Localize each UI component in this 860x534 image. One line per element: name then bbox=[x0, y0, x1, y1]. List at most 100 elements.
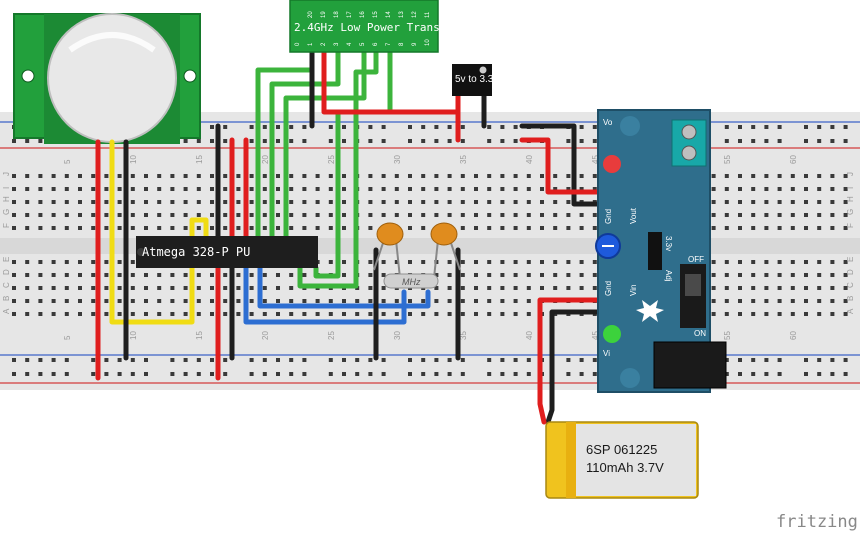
breadboard-hole bbox=[262, 174, 267, 178]
row-letter: C bbox=[846, 282, 855, 288]
breadboard-hole bbox=[51, 200, 56, 204]
breadboard-hole bbox=[711, 187, 716, 191]
breadboard-hole bbox=[289, 213, 294, 217]
capacitor-2 bbox=[430, 222, 458, 246]
breadboard-hole bbox=[210, 213, 214, 217]
breadboard-hole bbox=[711, 200, 716, 204]
label-gnd-bottom: Gnd bbox=[604, 281, 613, 296]
rail-hole bbox=[210, 139, 214, 143]
wire-rf-2 bbox=[269, 41, 341, 243]
breadboard-hole bbox=[764, 213, 769, 217]
rf-pin-label: 6 bbox=[373, 42, 379, 46]
breadboard-hole bbox=[579, 187, 584, 191]
rail-hole bbox=[64, 358, 69, 362]
breadboard-hole bbox=[777, 226, 782, 230]
breadboard-hole bbox=[474, 260, 478, 264]
breadboard-hole bbox=[12, 273, 16, 277]
breadboard-hole bbox=[223, 200, 228, 204]
rail-hole bbox=[777, 125, 782, 129]
breadboard-hole bbox=[540, 200, 544, 204]
breadboard-hole bbox=[130, 299, 135, 303]
pir-dome-highlight bbox=[68, 32, 156, 53]
breadboard-hole bbox=[711, 299, 716, 303]
breadboard-hole bbox=[210, 200, 214, 204]
rf-pin-label: 18 bbox=[334, 11, 340, 18]
breadboard-hole bbox=[738, 187, 742, 191]
rail-hole bbox=[368, 358, 373, 362]
breadboard-hole bbox=[170, 273, 175, 277]
rail-hole bbox=[487, 139, 492, 143]
breadboard-hole bbox=[751, 174, 756, 178]
breadboard-hole bbox=[315, 174, 320, 178]
label-off: OFF bbox=[688, 255, 704, 264]
rail-hole bbox=[579, 139, 584, 143]
breadboard-hole bbox=[540, 273, 544, 277]
rail-hole bbox=[500, 358, 505, 362]
breadboard-hole bbox=[751, 286, 756, 290]
breadboard-hole bbox=[777, 260, 782, 264]
breadboard-hole bbox=[421, 226, 426, 230]
rail-hole bbox=[262, 372, 267, 376]
breadboard-hole bbox=[553, 213, 558, 217]
breadboard-hole bbox=[711, 312, 716, 316]
column-number: 40 bbox=[525, 155, 534, 164]
rf-pin-label: 10 bbox=[425, 39, 431, 46]
breadboard-hole bbox=[711, 273, 716, 277]
rail-hole bbox=[804, 358, 808, 362]
rail-hole bbox=[12, 139, 16, 143]
breadboard-hole bbox=[91, 286, 96, 290]
rail-hole bbox=[302, 139, 307, 143]
rail-hole bbox=[579, 372, 584, 376]
breadboard-hole bbox=[540, 226, 544, 230]
breadboard-hole bbox=[130, 260, 135, 264]
rail-hole bbox=[751, 372, 756, 376]
breadboard-hole bbox=[817, 187, 822, 191]
breadboard-hole bbox=[592, 273, 597, 277]
breadboard-hole bbox=[421, 312, 426, 316]
breadboard-hole bbox=[104, 213, 109, 217]
breadboard-hole bbox=[64, 299, 69, 303]
breadboard-hole bbox=[830, 312, 835, 316]
breadboard-hole bbox=[804, 226, 808, 230]
breadboard-hole bbox=[51, 273, 56, 277]
breadboard-hole bbox=[328, 260, 333, 264]
mcu-body bbox=[136, 236, 318, 268]
breadboard-hole bbox=[804, 273, 808, 277]
breadboard-hole bbox=[51, 187, 56, 191]
rail-hole bbox=[328, 125, 333, 129]
rail-hole bbox=[12, 372, 16, 376]
breadboard-hole bbox=[276, 174, 280, 178]
row-letter: E bbox=[2, 257, 11, 262]
rail-hole bbox=[381, 372, 386, 376]
breadboard-hole bbox=[104, 260, 109, 264]
breadboard-hole bbox=[790, 174, 795, 178]
rail-hole bbox=[526, 372, 531, 376]
breadboard-hole bbox=[342, 200, 346, 204]
rail-hole bbox=[210, 372, 214, 376]
breadboard-hole bbox=[144, 299, 148, 303]
breadboard-hole bbox=[513, 174, 518, 178]
breadboard-hole bbox=[566, 286, 571, 290]
breadboard-hole bbox=[394, 299, 399, 303]
battery-label-area bbox=[576, 424, 696, 496]
breadboard-hole bbox=[328, 174, 333, 178]
column-number: 20 bbox=[261, 155, 270, 164]
breadboard-hole bbox=[157, 187, 162, 191]
rail-hole bbox=[408, 358, 412, 362]
fritzing-watermark: fritzing bbox=[776, 512, 858, 532]
rail-hole bbox=[25, 139, 30, 143]
rail-hole bbox=[381, 139, 386, 143]
breadboard-hole bbox=[210, 226, 214, 230]
breadboard-hole bbox=[25, 260, 30, 264]
breadboard-hole bbox=[12, 260, 16, 264]
breadboard-hole bbox=[368, 260, 373, 264]
column-number: 15 bbox=[195, 331, 204, 340]
breadboard-hole bbox=[474, 312, 478, 316]
breadboard-hole bbox=[223, 174, 228, 178]
breadboard-hole bbox=[12, 200, 16, 204]
rail-hole bbox=[249, 358, 254, 362]
breadboard-hole bbox=[790, 299, 795, 303]
breadboard-hole bbox=[460, 226, 465, 230]
rail-hole bbox=[513, 125, 518, 129]
breadboard-hole bbox=[236, 273, 241, 277]
